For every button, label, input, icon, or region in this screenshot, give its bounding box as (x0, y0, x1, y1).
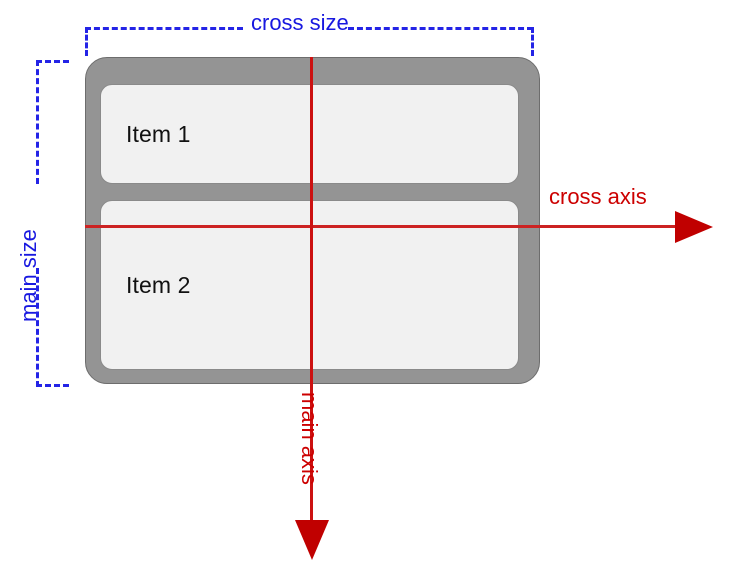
flex-item-2: Item 2 (100, 200, 519, 370)
main-size-dash-top (36, 60, 69, 63)
flex-item-1: Item 1 (100, 84, 519, 184)
main-size-dash-bottom (36, 384, 69, 387)
main-size-tick-lower (36, 268, 39, 387)
cross-size-tick-left (85, 27, 88, 56)
main-axis-arrow-icon (295, 520, 329, 560)
cross-axis-arrow-icon (675, 211, 713, 243)
cross-size-tick-right (531, 27, 534, 56)
cross-axis-label: cross axis (549, 184, 647, 209)
main-size-tick-upper (36, 60, 39, 184)
cross-size-label: cross size (251, 10, 349, 35)
cross-size-dash-right (348, 27, 533, 30)
main-axis-line (310, 57, 313, 523)
flex-item-2-label: Item 2 (126, 271, 191, 298)
main-size-label: main size (16, 229, 41, 322)
main-axis-label: main axis (297, 392, 322, 485)
cross-axis-line (85, 225, 680, 228)
cross-size-dash-left (85, 27, 243, 30)
flex-item-1-label: Item 1 (126, 120, 191, 147)
